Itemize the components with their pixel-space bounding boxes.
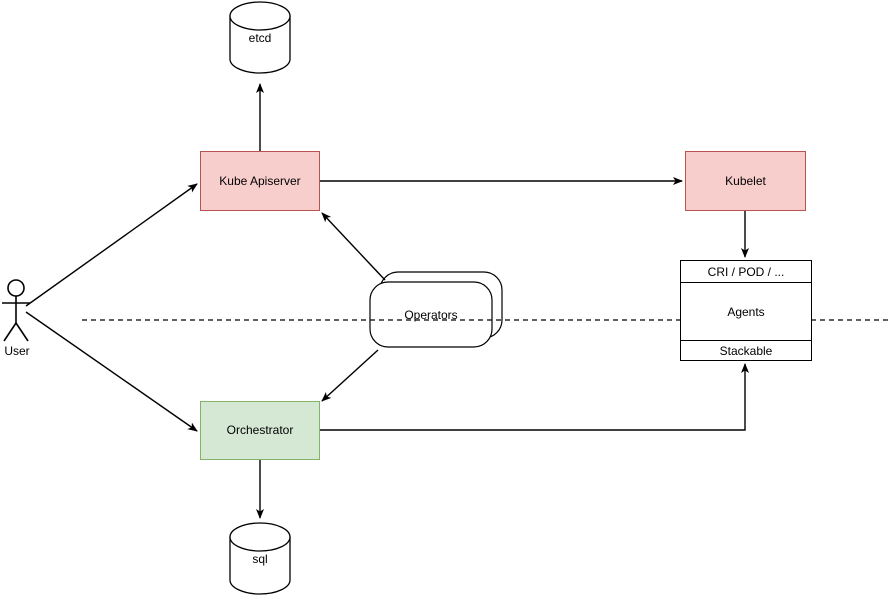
operators-stack-shape [369, 271, 503, 348]
node-orchestrator-label: Orchestrator [226, 423, 294, 438]
edge-operators-to-apiserver [321, 212, 386, 281]
agents-stack-agents-label: Agents [727, 304, 765, 319]
node-agents-stack[interactable]: CRI / POD / ... Agents Stackable [680, 260, 812, 361]
node-user[interactable]: User [0, 344, 34, 358]
node-sql-label: sql [252, 552, 268, 566]
sql-cylinder-shape [229, 522, 291, 595]
node-kube-apiserver[interactable]: Kube Apiserver [200, 151, 320, 211]
agents-stack-stackable-label: Stackable [719, 344, 773, 358]
agents-stack-cri-band[interactable]: CRI / POD / ... [681, 261, 811, 283]
node-kubelet-label: Kubelet [725, 173, 766, 188]
node-kube-apiserver-label: Kube Apiserver [219, 173, 301, 188]
node-kubelet[interactable]: Kubelet [685, 151, 806, 211]
agents-stack-cri-label: CRI / POD / ... [707, 264, 785, 279]
edge-user-to-orchestrator [25, 311, 198, 432]
node-etcd[interactable]: etcd [230, 31, 290, 45]
agents-stack-stackable-band[interactable]: Stackable [681, 340, 811, 361]
edge-operators-to-orchestrator [321, 349, 379, 402]
node-operators[interactable]: Operators [370, 282, 492, 347]
node-orchestrator[interactable]: Orchestrator [200, 401, 320, 460]
node-etcd-label: etcd [248, 31, 272, 45]
edge-orchestrator-to-stackable [320, 363, 749, 431]
edge-user-to-apiserver [25, 183, 198, 307]
node-user-label: User [4, 344, 30, 358]
agents-stack-agents-band[interactable]: Agents [681, 283, 811, 340]
user-actor-icon [2, 279, 30, 342]
etcd-cylinder-shape [229, 1, 291, 74]
node-sql[interactable]: sql [230, 552, 290, 566]
node-operators-label: Operators [404, 307, 458, 322]
